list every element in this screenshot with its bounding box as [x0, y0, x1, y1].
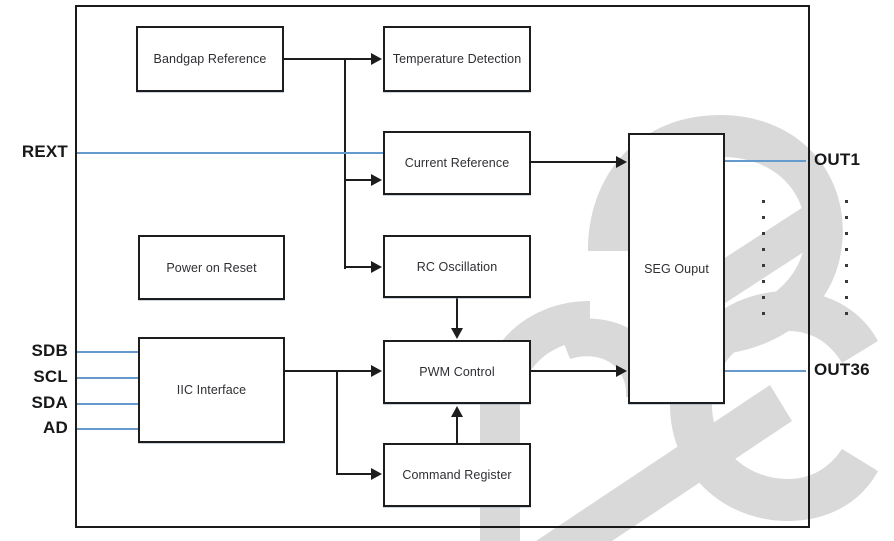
wire-iic-split-bus — [336, 370, 338, 474]
ellipsis-dot — [761, 232, 765, 235]
block-label-rc-oscillation: RC Oscillation — [416, 259, 498, 274]
wire-iic-to-command-register — [336, 473, 375, 475]
ellipsis-dot — [761, 248, 765, 251]
pin-line-sdb — [77, 351, 139, 353]
arrowhead-iic-to-command-register — [371, 468, 382, 480]
arrowhead-to-rc-oscillation — [371, 261, 382, 273]
pin-label-sdb: SDB — [31, 341, 68, 360]
ellipsis-dot — [844, 312, 848, 315]
ellipsis-dot — [844, 232, 848, 235]
pin-label-scl: SCL — [33, 367, 68, 386]
arrowhead-to-current-reference — [371, 174, 382, 186]
block-label-seg-output: SEG Ouput — [644, 261, 709, 276]
block-seg-output[interactable]: SEG Ouput — [628, 133, 725, 404]
arrowhead-rc-oscillation-to-pwm — [451, 328, 463, 339]
block-temperature-detection[interactable]: Temperature Detection — [383, 26, 531, 92]
block-power-on-reset[interactable]: Power on Reset — [138, 235, 285, 300]
pin-label-ad: AD — [43, 418, 68, 437]
wire-iic-out — [285, 370, 375, 372]
arrowhead-command-register-to-pwm — [451, 406, 463, 417]
block-label-iic-interface: IIC Interface — [176, 383, 247, 397]
wire-current-reference-to-seg — [531, 161, 619, 163]
ellipsis-dot — [761, 216, 765, 219]
pin-line-scl — [77, 377, 139, 379]
arrowhead-iic-to-pwm — [371, 365, 382, 377]
pin-label-out36: OUT36 — [814, 360, 870, 379]
ellipsis-dot — [761, 264, 765, 267]
pin-line-out36 — [724, 370, 806, 372]
ellipsis-dots-outer — [843, 200, 849, 315]
block-label-command-register: Command Register — [402, 468, 512, 482]
arrowhead-to-temperature — [371, 53, 382, 65]
block-label-current-reference: Current Reference — [404, 156, 510, 170]
block-rc-oscillation[interactable]: RC Oscillation — [383, 235, 531, 298]
wire-reference-bus — [344, 58, 346, 269]
arrowhead-current-reference-to-seg — [616, 156, 627, 168]
block-label-pwm-control: PWM Control — [419, 365, 495, 379]
block-command-register[interactable]: Command Register — [383, 443, 531, 507]
ellipsis-dot — [844, 280, 848, 283]
pin-line-out1 — [724, 160, 806, 162]
wire-rc-oscillation-to-pwm — [456, 298, 458, 330]
wire-command-register-to-pwm — [456, 415, 458, 444]
ellipsis-dot — [844, 248, 848, 251]
block-label-bandgap-reference: Bandgap Reference — [153, 52, 267, 66]
pin-line-rext — [77, 152, 383, 154]
ellipsis-dot — [844, 216, 848, 219]
wire-bandgap-out — [284, 58, 346, 60]
block-iic-interface[interactable]: IIC Interface — [138, 337, 285, 443]
wire-bus-to-rc-oscillation — [344, 266, 374, 268]
pin-line-sda — [77, 403, 139, 405]
ellipsis-dot — [761, 296, 765, 299]
ellipsis-dot — [761, 200, 765, 203]
wire-bus-to-current-reference — [344, 179, 374, 181]
block-label-power-on-reset: Power on Reset — [166, 260, 257, 275]
ellipsis-dot — [844, 264, 848, 267]
block-bandgap-reference[interactable]: Bandgap Reference — [136, 26, 284, 92]
wire-bus-to-temperature — [344, 58, 374, 60]
pin-label-out1: OUT1 — [814, 150, 861, 169]
block-label-temperature-detection: Temperature Detection — [392, 52, 522, 66]
wire-pwm-to-seg — [531, 370, 619, 372]
ellipsis-dot — [761, 312, 765, 315]
ellipsis-dot — [761, 280, 765, 283]
ellipsis-dot — [844, 200, 848, 203]
pin-label-sda: SDA — [31, 393, 68, 412]
ellipsis-dot — [844, 296, 848, 299]
arrowhead-pwm-to-seg — [616, 365, 627, 377]
pin-line-ad — [77, 428, 139, 430]
pin-label-rext: REXT — [21, 142, 68, 161]
ellipsis-dots-inner — [760, 200, 766, 315]
block-current-reference[interactable]: Current Reference — [383, 131, 531, 195]
block-pwm-control[interactable]: PWM Control — [383, 340, 531, 404]
